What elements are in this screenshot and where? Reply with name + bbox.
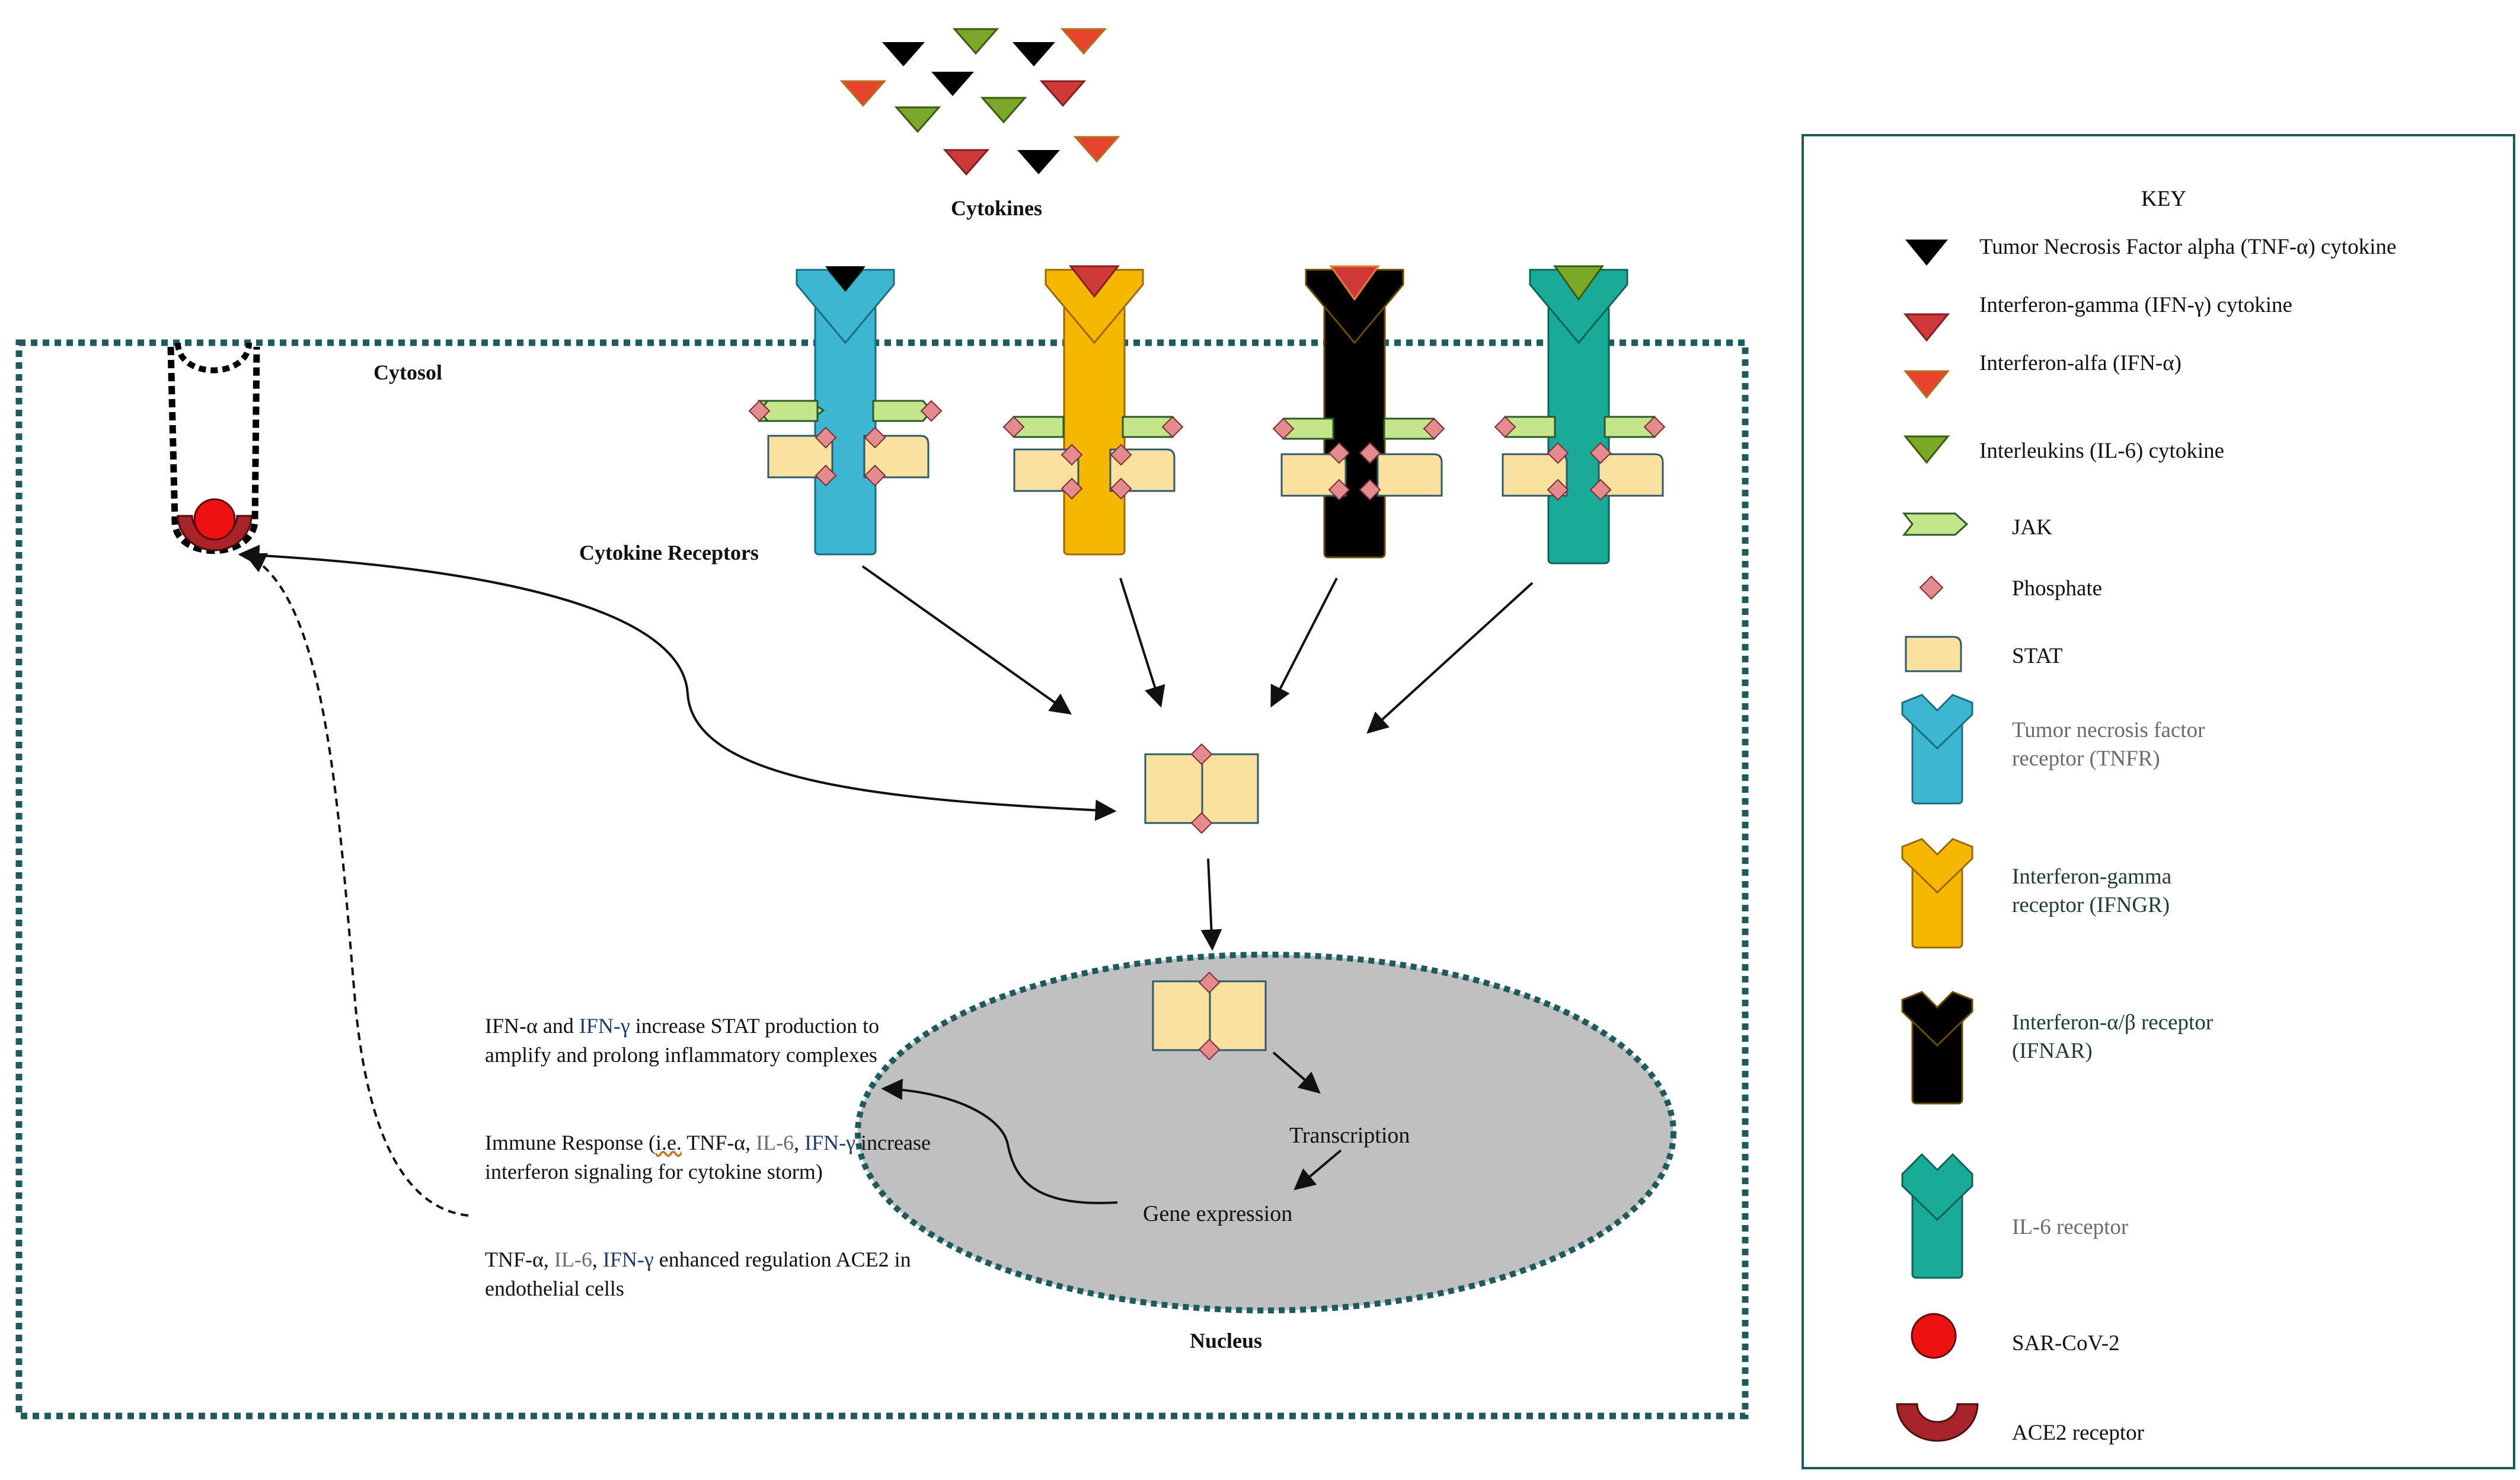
ace2-endosome xyxy=(167,342,260,554)
key-icons xyxy=(1896,240,1979,1442)
note-stat-production: IFN-α and IFN-γ increase STAT production… xyxy=(485,1014,880,1067)
key-label-tnfr: Tumor necrosis factor receptor (TNFR) xyxy=(2012,718,2205,771)
key-label-ifn-gamma: Interferon-gamma (IFN-γ) cytokine xyxy=(1979,293,2292,317)
stat-ace2-arrow xyxy=(238,544,1117,821)
il6-receptor xyxy=(1502,265,1664,564)
notes-ace2-dashed-arrow xyxy=(244,553,469,1217)
key-label-ifngr: Interferon-gamma receptor (IFNGR) xyxy=(2012,865,2172,917)
transcription-to-gene-arrow xyxy=(1293,1149,1342,1191)
ifn-alpha-cytokine xyxy=(1060,28,1107,55)
il6r-icon xyxy=(1901,1153,1973,1279)
virus-icon xyxy=(1911,1313,1957,1359)
cytokines-label: Cytokines xyxy=(951,196,1043,220)
ifn-alpha-cytokine xyxy=(1073,136,1120,163)
ifnar-receptor xyxy=(1280,265,1443,559)
cytosol-label: Cytosol xyxy=(373,361,442,384)
red-triangle-icon xyxy=(1903,313,1950,342)
il6-cytokine xyxy=(952,28,999,55)
key-label-ifn-alpha: Interferon-alfa (IFN-α) xyxy=(1979,351,2182,375)
tnf-alpha-cytokine xyxy=(882,42,925,66)
key-label-stat: STAT xyxy=(2012,644,2063,668)
ifnar-icon xyxy=(1901,991,1973,1105)
ifngr-icon xyxy=(1901,838,1973,949)
ace2-icon xyxy=(1896,1403,1979,1442)
nuclear-stat-dimer xyxy=(1152,972,1267,1060)
nucleus xyxy=(855,952,1676,1313)
key-title: KEY xyxy=(2141,187,2187,211)
tnf-alpha-cytokine xyxy=(1017,150,1060,174)
key-label-ifnar: Interferon-α/β receptor (IFNAR) xyxy=(2012,1010,2214,1063)
key-label-sars-cov-2: SAR-CoV-2 xyxy=(2012,1331,2120,1355)
cytokine-receptors-label: Cytokine Receptors xyxy=(579,541,759,564)
ifn-gamma-cytokine xyxy=(839,80,887,107)
orange-red-triangle-icon xyxy=(1903,370,1950,399)
key-label-phosphate: Phosphate xyxy=(2012,576,2103,601)
ifn-gamma-cytokine xyxy=(943,149,990,176)
key-label-il6: Interleukins (IL-6) cytokine xyxy=(1979,439,2225,463)
key-label-ace2: ACE2 receptor xyxy=(2012,1421,2144,1445)
il6-cytokine xyxy=(894,106,941,133)
key-label-il6r: IL-6 receptor xyxy=(2012,1215,2129,1239)
key-label-jak: JAK xyxy=(2012,515,2052,540)
il6-cytokine xyxy=(980,97,1027,124)
jak-pairs xyxy=(749,400,1665,440)
stat-to-nucleus-arrow xyxy=(1200,858,1222,951)
gene-to-notes-arrow xyxy=(881,1079,1118,1204)
stat-icon xyxy=(1905,636,1962,672)
ifngr-receptor xyxy=(1013,265,1176,556)
note-immune-response: Immune Response (i.e. TNF-α, IL-6, IFN-γ… xyxy=(485,1131,931,1184)
nucleus-label: Nucleus xyxy=(1190,1329,1263,1353)
key-box xyxy=(1802,134,2515,1469)
ifn-gamma-cytokine xyxy=(1039,80,1087,107)
sars-cov-2-virion xyxy=(193,498,236,541)
stat-dimer xyxy=(1144,744,1259,834)
tnf-alpha-cytokine xyxy=(931,72,974,96)
transcription-label: Transcription xyxy=(1289,1123,1410,1148)
key-label-tnf-alpha: Tumor Necrosis Factor alpha (TNF-α) cyto… xyxy=(1979,235,2397,259)
black-triangle-icon xyxy=(1905,240,1948,266)
tnfr-icon xyxy=(1901,694,1973,805)
jak-icon xyxy=(1902,512,1969,536)
phosphate-icon xyxy=(1919,575,1944,600)
gene-expression-label: Gene expression xyxy=(1143,1201,1293,1226)
receptor-arrows xyxy=(861,565,1534,734)
stat-to-transcription-arrow xyxy=(1272,1051,1321,1094)
cytokine-cloud xyxy=(839,28,1120,176)
green-triangle-icon xyxy=(1903,435,1950,464)
note-ace2-regulation: TNF-α, IL-6, IFN-γ enhanced regulation A… xyxy=(485,1248,911,1300)
tnf-alpha-cytokine xyxy=(1013,42,1055,66)
